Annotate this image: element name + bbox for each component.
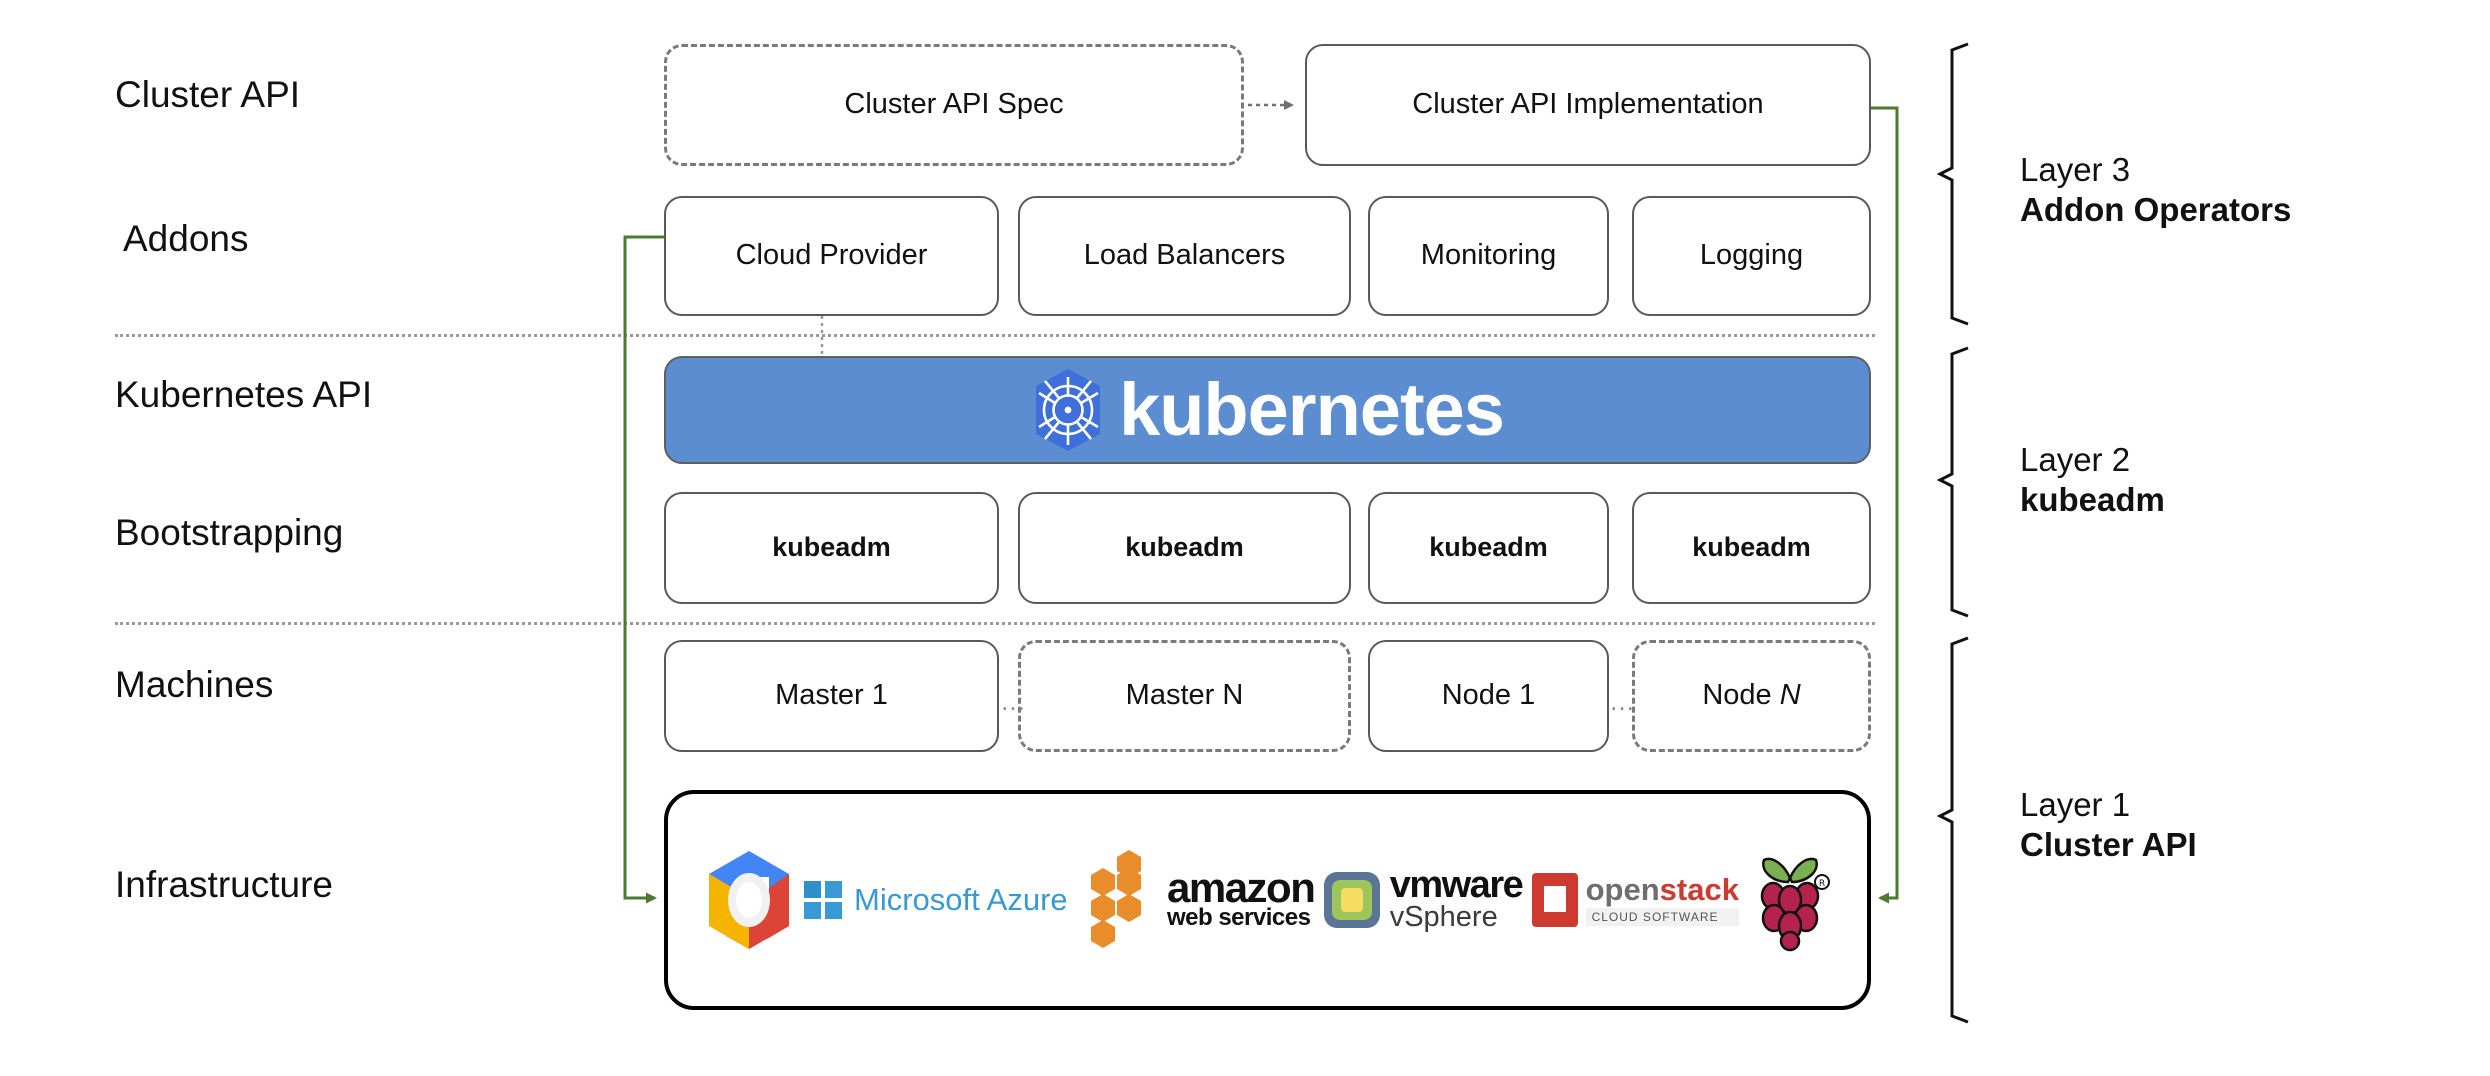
- openstack-label-open: open: [1585, 872, 1660, 907]
- web-services-label: web services: [1166, 903, 1311, 931]
- layer-2-number: Layer 2: [2020, 441, 2131, 478]
- bootstrap-label-4: kubeadm: [1692, 532, 1811, 563]
- row-label-bootstrapping: Bootstrapping: [115, 512, 344, 553]
- openstack-logo: openstack CLOUD SOFTWARE: [1531, 873, 1739, 927]
- layer-1-number: Layer 1: [2020, 786, 2131, 823]
- layer-1-label: Layer 1 Cluster API: [2020, 785, 2197, 866]
- row-label-infrastructure: Infrastructure: [115, 864, 333, 905]
- bootstrap-label-1: kubeadm: [772, 532, 891, 563]
- layer-1-name: Cluster API: [2020, 826, 2197, 864]
- provider-logo-strip: Microsoft Azure: [668, 846, 1867, 955]
- machine-box-node-n[interactable]: Node N: [1632, 640, 1871, 752]
- microsoft-azure-label: Microsoft Azure: [854, 882, 1068, 917]
- kubernetes-helm-wheel-icon: [1031, 367, 1105, 453]
- addon-box-monitoring[interactable]: Monitoring: [1368, 196, 1609, 316]
- machine-box-node-1[interactable]: Node 1: [1368, 640, 1609, 752]
- cluster-api-implementation-to-infrastructure-arrow: [1871, 106, 1899, 904]
- layer-3-bracket: [1936, 42, 1969, 326]
- layer-2-label: Layer 2 kubeadm: [2020, 440, 2165, 521]
- machine-label-master-1: Master 1: [775, 679, 888, 712]
- vmware-vsphere-logo: vmware vSphere: [1323, 864, 1524, 933]
- vmware-tile-icon: [1323, 872, 1380, 928]
- kubernetes-wordmark: kubernetes: [1119, 368, 1505, 451]
- openstack-wordmark: openstack CLOUD SOFTWARE: [1585, 874, 1739, 926]
- addon-box-cloud-provider[interactable]: Cloud Provider: [664, 196, 999, 316]
- microsoft-windows-icon: [804, 881, 843, 919]
- machine-box-master-n[interactable]: Master N: [1018, 640, 1351, 752]
- addon-label-monitoring: Monitoring: [1420, 239, 1557, 272]
- layer-1-bracket: [1936, 636, 1969, 1024]
- aws-cubes-icon: [1077, 846, 1163, 955]
- svg-text:R: R: [1819, 879, 1825, 889]
- machines-ellipsis-1: …: [1000, 686, 1026, 716]
- aws-wordmark: amazon web services: [1166, 864, 1316, 931]
- row-label-machines: Machines: [115, 664, 274, 705]
- machine-label-node-1: Node 1: [1441, 679, 1536, 712]
- bootstrap-box-1[interactable]: kubeadm: [664, 492, 999, 604]
- vsphere-label: vSphere: [1389, 900, 1498, 933]
- layer-2-bracket: [1936, 346, 1969, 618]
- infrastructure-box[interactable]: Microsoft Azure: [664, 790, 1871, 1010]
- bootstrap-box-2[interactable]: kubeadm: [1018, 492, 1351, 604]
- cluster-api-spec-box[interactable]: Cluster API Spec: [664, 44, 1244, 166]
- openstack-label: openstack: [1586, 874, 1739, 905]
- machine-label-node-n-italic: N: [1779, 679, 1801, 712]
- google-cloud-platform-icon: [703, 848, 795, 952]
- addon-label-cloud-provider: Cloud Provider: [735, 239, 928, 272]
- row-label-addons: Addons: [123, 218, 249, 259]
- layer-3-label: Layer 3 Addon Operators: [2020, 150, 2291, 231]
- machine-label-master-n: Master N: [1125, 679, 1244, 712]
- row-label-cluster-api: Cluster API: [115, 74, 301, 115]
- amazon-web-services-logo: amazon web services: [1077, 846, 1316, 955]
- layer-2-name: kubeadm: [2020, 481, 2165, 519]
- cluster-api-implementation-label: Cluster API Implementation: [1412, 88, 1764, 121]
- microsoft-azure-logo: Microsoft Azure: [804, 881, 1068, 919]
- separator-layer2-layer1: [115, 622, 1875, 625]
- bootstrap-box-4[interactable]: kubeadm: [1632, 492, 1871, 604]
- openstack-mark-icon: [1531, 873, 1578, 927]
- vmware-wordmark: vmware vSphere: [1389, 864, 1524, 933]
- vmware-label: vmware: [1389, 864, 1524, 907]
- addon-box-logging[interactable]: Logging: [1632, 196, 1871, 316]
- addon-label-logging: Logging: [1699, 239, 1804, 272]
- bootstrap-label-3: kubeadm: [1429, 532, 1548, 563]
- addon-label-load-balancers: Load Balancers: [1083, 239, 1286, 272]
- machine-label-node-n: Node N: [1702, 679, 1800, 712]
- cluster-api-implementation-box[interactable]: Cluster API Implementation: [1305, 44, 1871, 166]
- machine-box-master-1[interactable]: Master 1: [664, 640, 999, 752]
- row-label-kubernetes-api: Kubernetes API: [115, 374, 373, 415]
- kubernetes-banner[interactable]: kubernetes: [664, 356, 1871, 464]
- openstack-sublabel: CLOUD SOFTWARE: [1585, 908, 1739, 926]
- cluster-api-spec-label: Cluster API Spec: [844, 88, 1064, 121]
- raspberry-pi-icon: R: [1748, 848, 1832, 952]
- layer-3-name: Addon Operators: [2020, 191, 2292, 229]
- bootstrap-box-3[interactable]: kubeadm: [1368, 492, 1609, 604]
- separator-layer3-layer2: [115, 334, 1875, 337]
- machines-ellipsis-2: …: [1609, 686, 1635, 716]
- machine-label-node-n-text: Node: [1702, 679, 1780, 712]
- addon-box-load-balancers[interactable]: Load Balancers: [1018, 196, 1351, 316]
- layer-3-number: Layer 3: [2020, 151, 2131, 188]
- amazon-label: amazon: [1166, 864, 1316, 912]
- openstack-label-stack: stack: [1659, 872, 1739, 907]
- bootstrap-label-2: kubeadm: [1125, 532, 1244, 563]
